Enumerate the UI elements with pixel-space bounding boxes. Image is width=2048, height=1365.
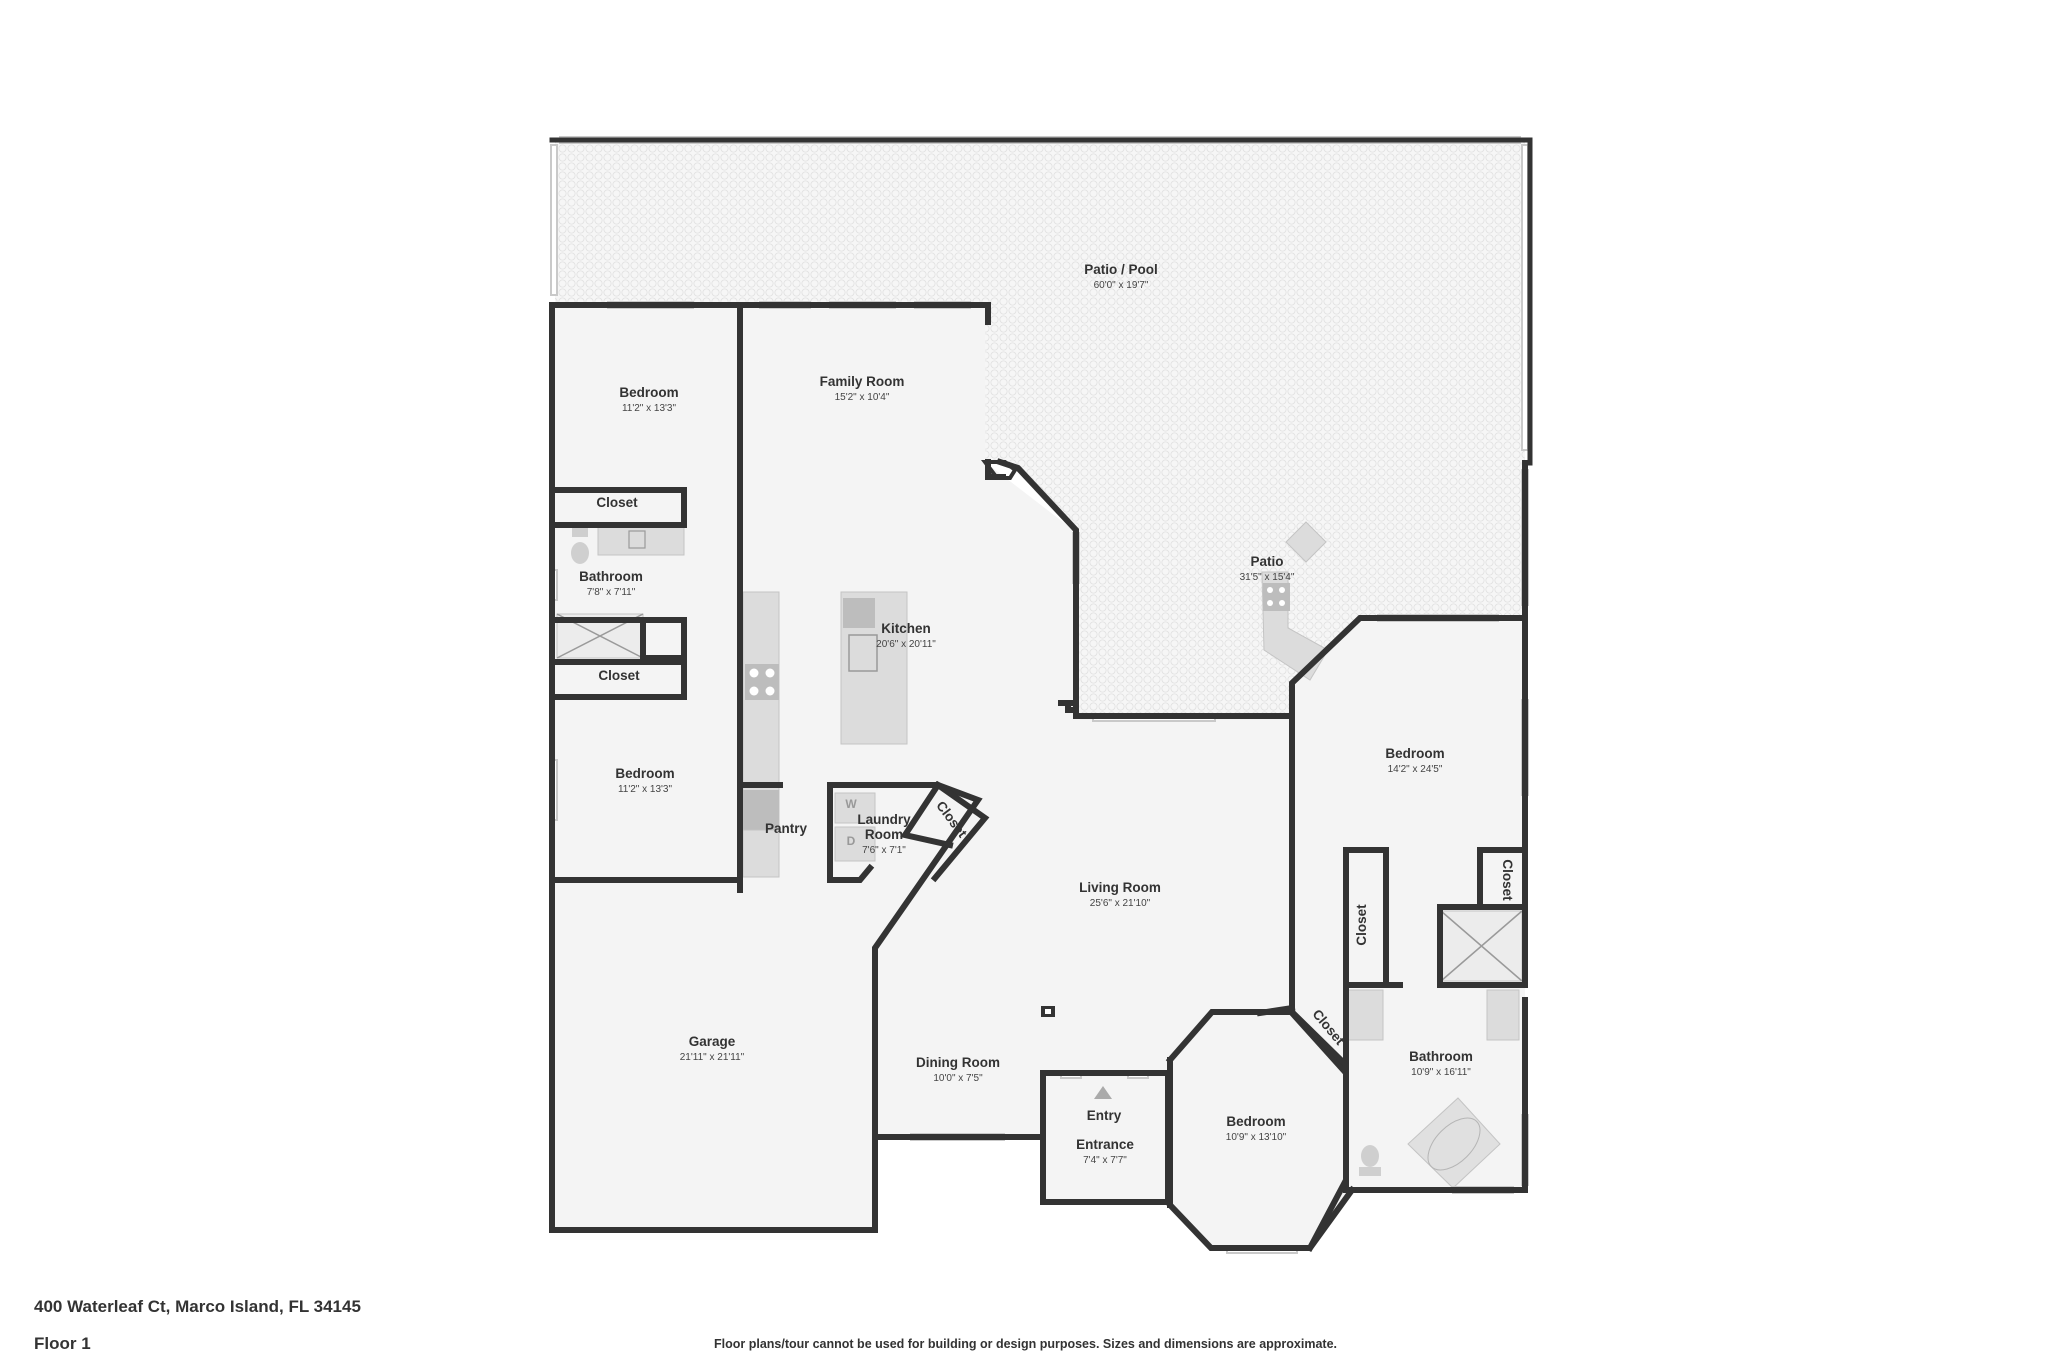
laundry-label-line2: Room	[865, 827, 903, 842]
bedroom-s-dims: 10'9" x 13'10"	[1226, 1132, 1287, 1143]
bedroom-w-label: Bedroom	[615, 766, 674, 781]
kitchen-label: Kitchen	[881, 621, 931, 636]
bedroom-e-label: Bedroom	[1385, 746, 1444, 761]
family-room-label: Family Room	[820, 374, 905, 389]
pantry-label: Pantry	[765, 821, 808, 836]
bedroom-e-dims: 14'2" x 24'5"	[1388, 764, 1443, 775]
dining-room-label: Dining Room	[916, 1055, 1000, 1070]
bedroom-s-label: Bedroom	[1226, 1114, 1285, 1129]
family-room-dims: 15'2" x 10'4"	[835, 392, 890, 403]
dining-room-dims: 10'0" x 7'5"	[933, 1073, 983, 1084]
patio-pool-dims: 60'0" x 19'7"	[1094, 280, 1149, 291]
entrance-label: Entrance	[1076, 1137, 1134, 1152]
pantry-refrigerator	[743, 790, 779, 830]
living-room-label: Living Room	[1079, 880, 1161, 895]
bedroom-w-dims: 11'2" x 13'3"	[618, 784, 673, 795]
toilet-icon	[571, 527, 589, 564]
patio-label: Patio	[1250, 554, 1283, 569]
cooktop-icon	[745, 664, 779, 700]
patio-pool-label: Patio / Pool	[1084, 262, 1158, 277]
patio-pool-floor	[555, 140, 1525, 463]
closet-e2-label: Closet	[1500, 859, 1515, 901]
bathroom-e-label: Bathroom	[1409, 1049, 1473, 1064]
dishwasher	[843, 598, 875, 628]
fixtures	[556, 521, 1523, 1189]
outdoor-grill-icon	[1263, 583, 1290, 611]
closet-w-label: Closet	[598, 668, 640, 683]
bedroom-nw-label: Bedroom	[619, 385, 678, 400]
bathroom-w-dims: 7'8" x 7'11"	[587, 587, 636, 598]
walls	[549, 137, 1533, 1253]
laundry-label-line1: Laundry	[857, 812, 911, 827]
entry-label: Entry	[1087, 1108, 1122, 1123]
entrance-dims: 7'4" x 7'7"	[1083, 1155, 1127, 1166]
entry-arrow-icon	[1094, 1086, 1112, 1099]
disclaimer-text: Floor plans/tour cannot be used for buil…	[714, 1337, 1338, 1351]
washer-icon	[834, 792, 876, 824]
toilet-east-icon	[1359, 1145, 1381, 1176]
bedroom-nw-dims: 11'2" x 13'3"	[622, 403, 677, 414]
floor-label: Floor 1	[34, 1334, 91, 1353]
outdoor-sink	[1285, 521, 1327, 563]
garage-label: Garage	[689, 1034, 736, 1049]
bathroom-e-dims: 10'9" x 16'11"	[1411, 1067, 1471, 1078]
property-address: 400 Waterleaf Ct, Marco Island, FL 34145	[34, 1297, 361, 1316]
pantry-shelf	[742, 829, 780, 878]
dryer-label: D	[847, 834, 856, 848]
living-room-dims: 25'6" x 21'10"	[1090, 898, 1151, 909]
vanity-east-1	[1346, 989, 1384, 1041]
bathroom-w-label: Bathroom	[579, 569, 643, 584]
dryer-icon	[834, 826, 876, 862]
vanity-east-2	[1486, 989, 1520, 1041]
washer-label: W	[845, 797, 857, 811]
patio-dims: 31'5" x 15'4"	[1240, 572, 1295, 583]
laundry-dims: 7'6" x 7'1"	[862, 845, 906, 856]
sink-west	[628, 530, 646, 549]
closet-e1-label: Closet	[1354, 904, 1369, 946]
shower-east-diagonals	[1440, 910, 1523, 982]
closet-nw-label: Closet	[596, 495, 638, 510]
kitchen-sink	[848, 634, 878, 672]
kitchen-dims: 20'6" x 20'11"	[876, 639, 936, 650]
garage-dims: 21'11" x 21'11"	[680, 1052, 745, 1063]
